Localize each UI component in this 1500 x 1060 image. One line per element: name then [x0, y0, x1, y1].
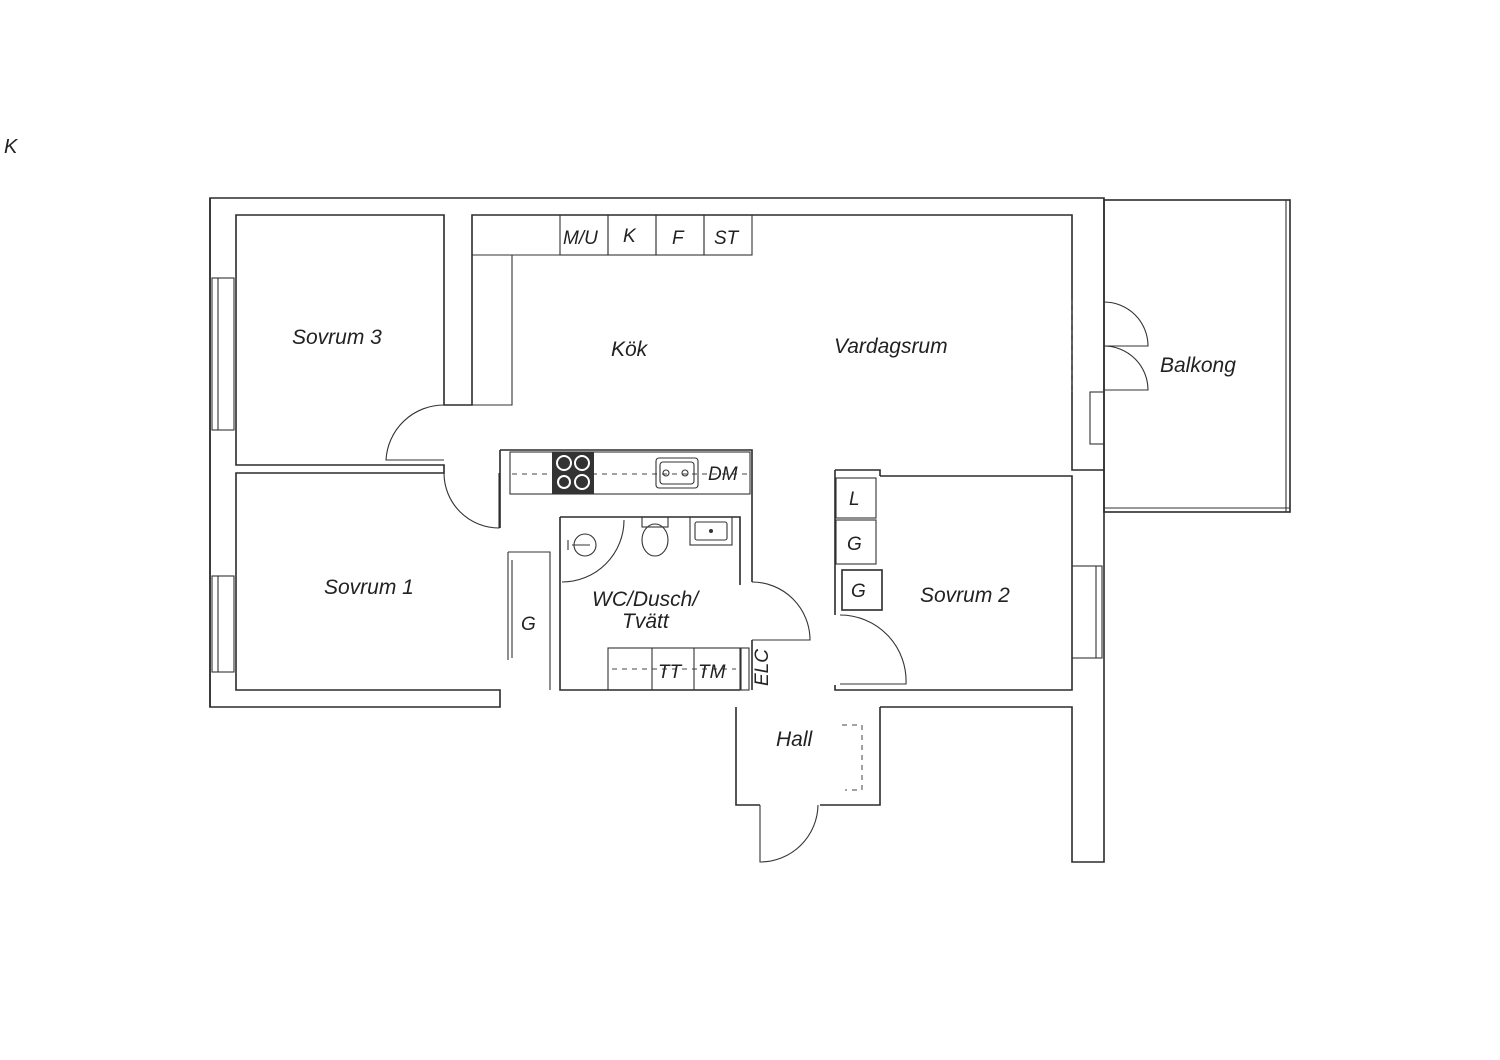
fixture-label-k: K	[623, 226, 637, 247]
room-label-balkong: Balkong	[1160, 354, 1236, 377]
fixture-label-elc: ELC	[752, 649, 773, 686]
room-label-vardagsrum: Vardagsrum	[834, 335, 948, 358]
bathroom	[559, 516, 811, 691]
door-sovrum1	[443, 472, 500, 529]
outer-walls	[209, 197, 1105, 863]
hall-structure	[751, 469, 1103, 791]
door-sovrum3	[385, 404, 445, 461]
window-sovrum3	[211, 277, 235, 431]
fixture-label-l: L	[849, 489, 860, 510]
room-label-sovrum3: Sovrum 3	[292, 326, 382, 349]
room-label-sovrum1: Sovrum 1	[324, 576, 414, 599]
fixture-label-dm: DM	[708, 464, 738, 485]
fixture-label-tt: TT	[658, 662, 683, 683]
kitchen-island	[499, 449, 753, 582]
corner-mark: K	[4, 136, 18, 158]
room-label-hall: Hall	[776, 728, 814, 751]
room-label-kok: Kök	[611, 338, 649, 361]
balcony	[1103, 199, 1291, 513]
balcony-door	[1071, 300, 1149, 445]
window-sovrum1	[211, 575, 235, 673]
room-label-wc-line1: WC/Dusch/	[592, 588, 700, 611]
fixture-label-st: ST	[714, 228, 740, 249]
fixture-label-g-sovrum2-b: G	[851, 581, 866, 602]
fixture-label-mu: M/U	[563, 228, 598, 249]
room-label-sovrum2: Sovrum 2	[920, 584, 1010, 607]
fixture-label-g-sovrum2-a: G	[847, 534, 862, 555]
closet-sovrum1	[507, 551, 551, 690]
fixture-label-f: F	[672, 228, 685, 249]
entrance-door	[759, 804, 819, 863]
kitchen-counter-top	[472, 214, 753, 406]
fixture-label-tm: TM	[698, 662, 726, 683]
fixture-label-g-sovrum1: G	[521, 614, 536, 635]
room-label-wc-line2: Tvätt	[622, 610, 670, 633]
